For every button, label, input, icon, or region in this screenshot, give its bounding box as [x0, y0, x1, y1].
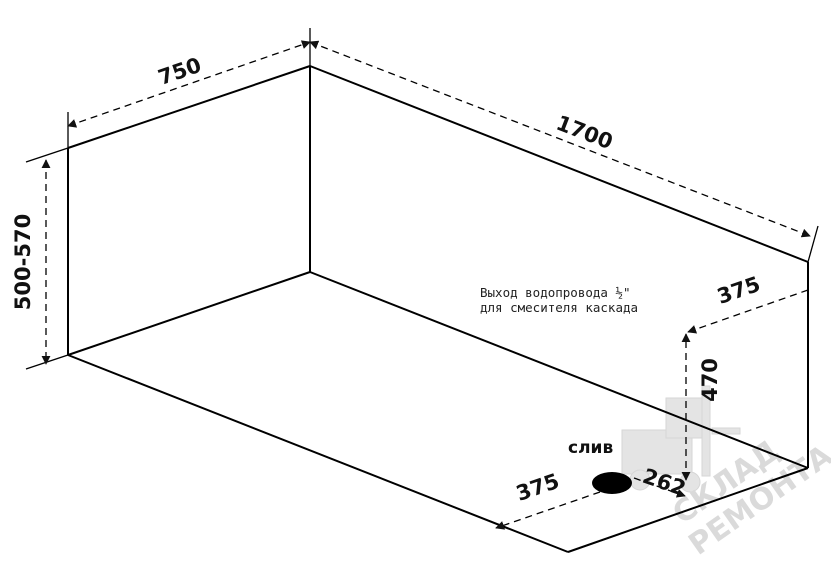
length-dimension-line: [309, 40, 811, 238]
drain-label: слив: [568, 438, 613, 458]
water-outlet-note-line1: Выход водопровода ½": [480, 285, 631, 300]
extension-lines: [25, 28, 819, 553]
drain-hole: [592, 472, 632, 494]
drain-offset-label: 375: [513, 469, 562, 506]
water-outlet-note-line2: для смесителя каскада: [480, 300, 638, 315]
outlet-offset-dimension-line: [687, 289, 809, 334]
outlet-offset-label: 375: [714, 272, 763, 309]
width-dimension-line: [67, 40, 311, 128]
outlet-height-label: 470: [698, 358, 722, 402]
dimension-lines: [41, 40, 811, 530]
length-dimension-label: 1700: [553, 111, 616, 154]
height-dimension-label: 500-570: [11, 214, 35, 310]
drain-offset-dimension-line: [495, 491, 601, 530]
drain-distance-dimension-line: [633, 477, 686, 498]
width-dimension-label: 750: [155, 53, 204, 90]
